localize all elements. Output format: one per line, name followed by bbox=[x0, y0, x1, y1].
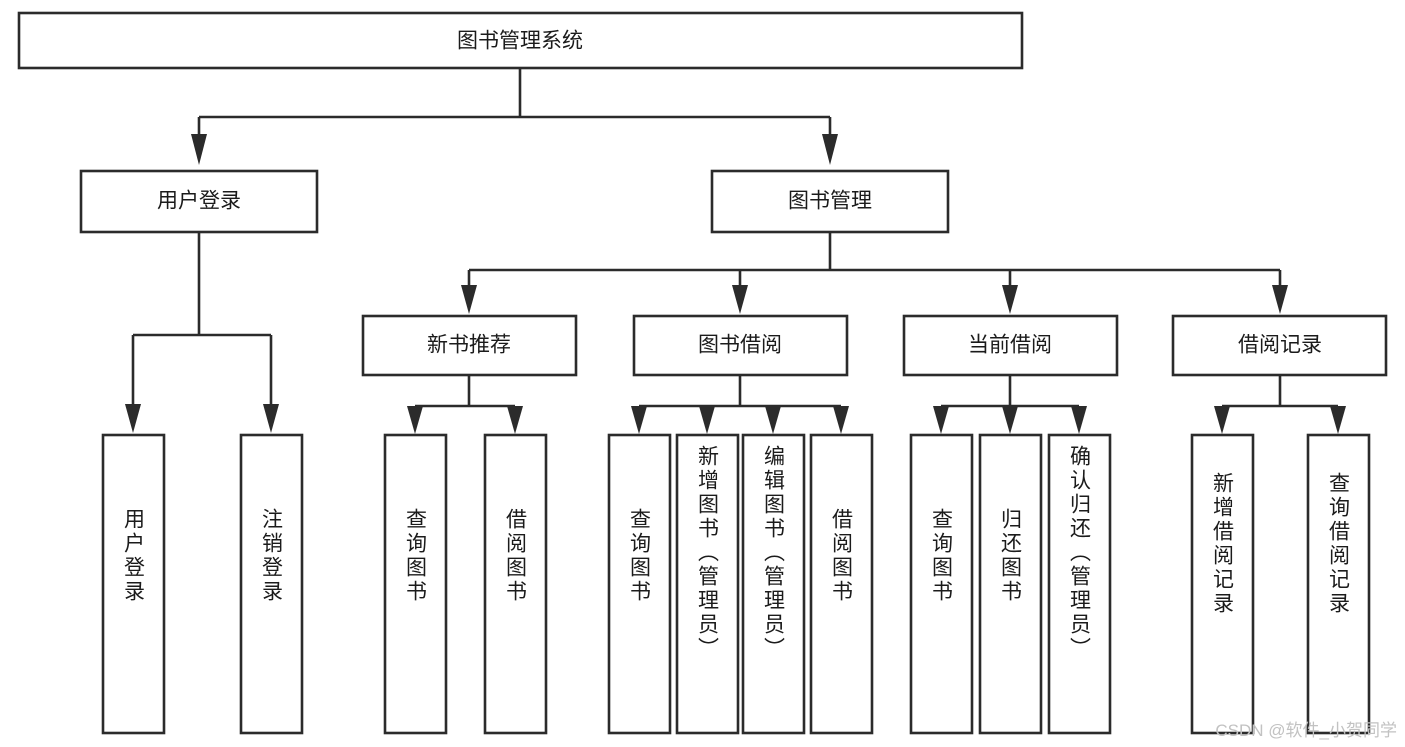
leaf-query-book-3-box[interactable] bbox=[909, 433, 974, 735]
node-book-manage-box[interactable] bbox=[710, 169, 950, 234]
leaf-query-book-3-label: 查询图书 bbox=[930, 508, 954, 604]
leaf-borrow-book-1[interactable]: 借阅图书 bbox=[483, 433, 548, 735]
node-user-login-box[interactable] bbox=[79, 169, 319, 234]
node-current-borrow-box[interactable] bbox=[902, 314, 1119, 377]
node-borrow-record[interactable]: 借阅记录 bbox=[1171, 314, 1388, 377]
arrow-to-new-book-recommend-icon bbox=[461, 285, 477, 314]
arrow-to-borrow-record-icon bbox=[1272, 285, 1288, 314]
leaf-query-book-3[interactable]: 查询图书 bbox=[909, 433, 974, 735]
node-root-box[interactable] bbox=[17, 11, 1024, 70]
leaf-add-book-label: 新增图书（管理员） bbox=[696, 445, 720, 661]
leaf-borrow-book-1-label: 借阅图书 bbox=[504, 508, 528, 604]
arrow-user-login-leaf2-icon bbox=[263, 404, 279, 433]
leaf-user-logout-label: 注销登录 bbox=[260, 508, 284, 604]
leaf-query-book-2-box[interactable] bbox=[607, 433, 672, 735]
node-root[interactable]: 图书管理系统 bbox=[17, 11, 1024, 70]
node-book-manage-label: 图书管理 bbox=[788, 190, 872, 213]
arrow-book-borrow-leaf2-icon bbox=[699, 406, 715, 434]
leaf-confirm-return-box[interactable] bbox=[1047, 433, 1112, 735]
node-book-borrow-box[interactable] bbox=[632, 314, 849, 377]
connector-group-book-borrow bbox=[631, 375, 849, 434]
arrow-current-borrow-leaf2-icon bbox=[1002, 406, 1018, 434]
node-new-book-recommend[interactable]: 新书推荐 bbox=[361, 314, 578, 377]
leaf-user-login-box[interactable] bbox=[101, 433, 166, 735]
arrow-borrow-record-leaf1-icon bbox=[1214, 406, 1230, 434]
leaf-query-record-box[interactable] bbox=[1306, 433, 1371, 735]
leaf-add-record-box[interactable] bbox=[1190, 433, 1255, 735]
arrow-root-to-user-login-icon bbox=[191, 134, 207, 165]
leaf-borrow-book-2[interactable]: 借阅图书 bbox=[809, 433, 874, 735]
arrow-borrow-record-leaf2-icon bbox=[1330, 406, 1346, 434]
leaf-confirm-return[interactable]: 确认归还（管理员） bbox=[1047, 433, 1112, 735]
arrow-root-to-book-manage-icon bbox=[822, 134, 838, 165]
node-root-label: 图书管理系统 bbox=[457, 30, 583, 53]
leaf-add-book-box[interactable] bbox=[675, 433, 740, 735]
leaf-confirm-return-label: 确认归还（管理员） bbox=[1068, 445, 1092, 661]
node-new-book-recommend-box[interactable] bbox=[361, 314, 578, 377]
leaf-add-record[interactable]: 新增借阅记录 bbox=[1190, 433, 1255, 735]
leaf-edit-book-label: 编辑图书（管理员） bbox=[762, 445, 786, 661]
arrow-user-login-leaf1-icon bbox=[125, 404, 141, 433]
leaf-query-record-label: 查询借阅记录 bbox=[1327, 472, 1351, 616]
leaf-borrow-book-2-label: 借阅图书 bbox=[830, 508, 854, 604]
leaf-query-book-1-box[interactable] bbox=[383, 433, 448, 735]
node-current-borrow[interactable]: 当前借阅 bbox=[902, 314, 1119, 377]
arrow-book-borrow-leaf4-icon bbox=[833, 406, 849, 434]
node-new-book-recommend-label: 新书推荐 bbox=[427, 334, 511, 357]
leaf-query-book-2-label: 查询图书 bbox=[628, 508, 652, 604]
node-user-login[interactable]: 用户登录 bbox=[79, 169, 319, 234]
leaf-borrow-book-1-box[interactable] bbox=[483, 433, 548, 735]
node-user-login-label: 用户登录 bbox=[157, 190, 241, 213]
connector-group-book-manage bbox=[461, 232, 1288, 314]
leaf-return-book-box[interactable] bbox=[978, 433, 1043, 735]
connector-group-current-borrow bbox=[933, 375, 1087, 434]
arrow-new-book-leaf1-icon bbox=[407, 406, 423, 434]
leaf-query-book-1[interactable]: 查询图书 bbox=[383, 433, 448, 735]
node-current-borrow-label: 当前借阅 bbox=[968, 334, 1052, 357]
node-borrow-record-box[interactable] bbox=[1171, 314, 1388, 377]
node-borrow-record-label: 借阅记录 bbox=[1238, 334, 1322, 357]
leaf-user-login[interactable]: 用户登录 bbox=[101, 433, 166, 735]
node-book-borrow[interactable]: 图书借阅 bbox=[632, 314, 849, 377]
node-book-manage[interactable]: 图书管理 bbox=[710, 169, 950, 234]
arrow-to-book-borrow-icon bbox=[732, 285, 748, 314]
leaf-user-login-label: 用户登录 bbox=[122, 508, 146, 604]
leaf-edit-book-box[interactable] bbox=[741, 433, 806, 735]
leaf-query-record[interactable]: 查询借阅记录 bbox=[1306, 433, 1371, 735]
arrow-book-borrow-leaf3-icon bbox=[765, 406, 781, 434]
node-book-borrow-label: 图书借阅 bbox=[698, 334, 782, 357]
leaf-user-logout-box[interactable] bbox=[239, 433, 304, 735]
connector-group-new-book-recommend bbox=[407, 375, 523, 434]
arrow-current-borrow-leaf1-icon bbox=[933, 406, 949, 434]
leaf-add-book[interactable]: 新增图书（管理员） bbox=[675, 433, 740, 735]
leaf-edit-book[interactable]: 编辑图书（管理员） bbox=[741, 433, 806, 735]
leaf-add-record-label: 新增借阅记录 bbox=[1211, 472, 1235, 616]
leaf-query-book-2[interactable]: 查询图书 bbox=[607, 433, 672, 735]
leaf-return-book-label: 归还图书 bbox=[999, 508, 1023, 604]
connector-group-borrow-record bbox=[1214, 375, 1346, 434]
leaf-return-book[interactable]: 归还图书 bbox=[978, 433, 1043, 735]
connector-group-user-login bbox=[125, 232, 279, 433]
arrow-to-current-borrow-icon bbox=[1002, 285, 1018, 314]
connector-group-root bbox=[191, 68, 838, 165]
arrow-book-borrow-leaf1-icon bbox=[631, 406, 647, 434]
leaf-query-book-1-label: 查询图书 bbox=[404, 508, 428, 604]
leaf-user-logout[interactable]: 注销登录 bbox=[239, 433, 304, 735]
arrow-new-book-leaf2-icon bbox=[507, 406, 523, 434]
leaf-borrow-book-2-box[interactable] bbox=[809, 433, 874, 735]
arrow-current-borrow-leaf3-icon bbox=[1071, 406, 1087, 434]
